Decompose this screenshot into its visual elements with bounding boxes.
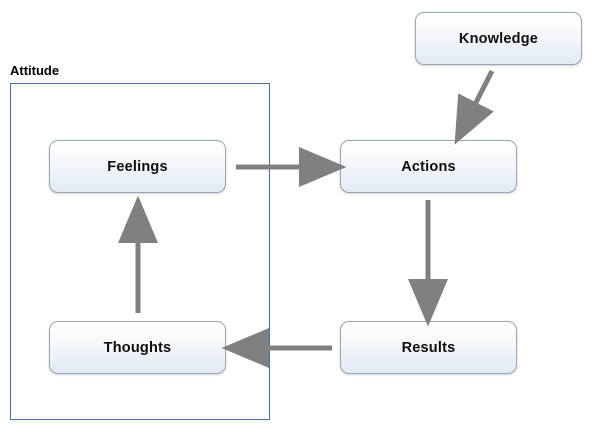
node-actions[interactable]: Actions	[340, 140, 517, 193]
node-knowledge-label: Knowledge	[458, 30, 539, 47]
node-actions-label: Actions	[401, 158, 456, 175]
attitude-group-label: Attitude	[10, 63, 60, 78]
node-results-label: Results	[401, 339, 456, 356]
node-feelings[interactable]: Feelings	[49, 140, 226, 193]
arrow-knowledge-to-actions	[454, 69, 495, 145]
node-feelings-label: Feelings	[107, 158, 168, 175]
attitude-group-frame	[10, 83, 270, 420]
node-thoughts-label: Thoughts	[103, 339, 172, 356]
node-knowledge[interactable]: Knowledge	[415, 12, 582, 65]
